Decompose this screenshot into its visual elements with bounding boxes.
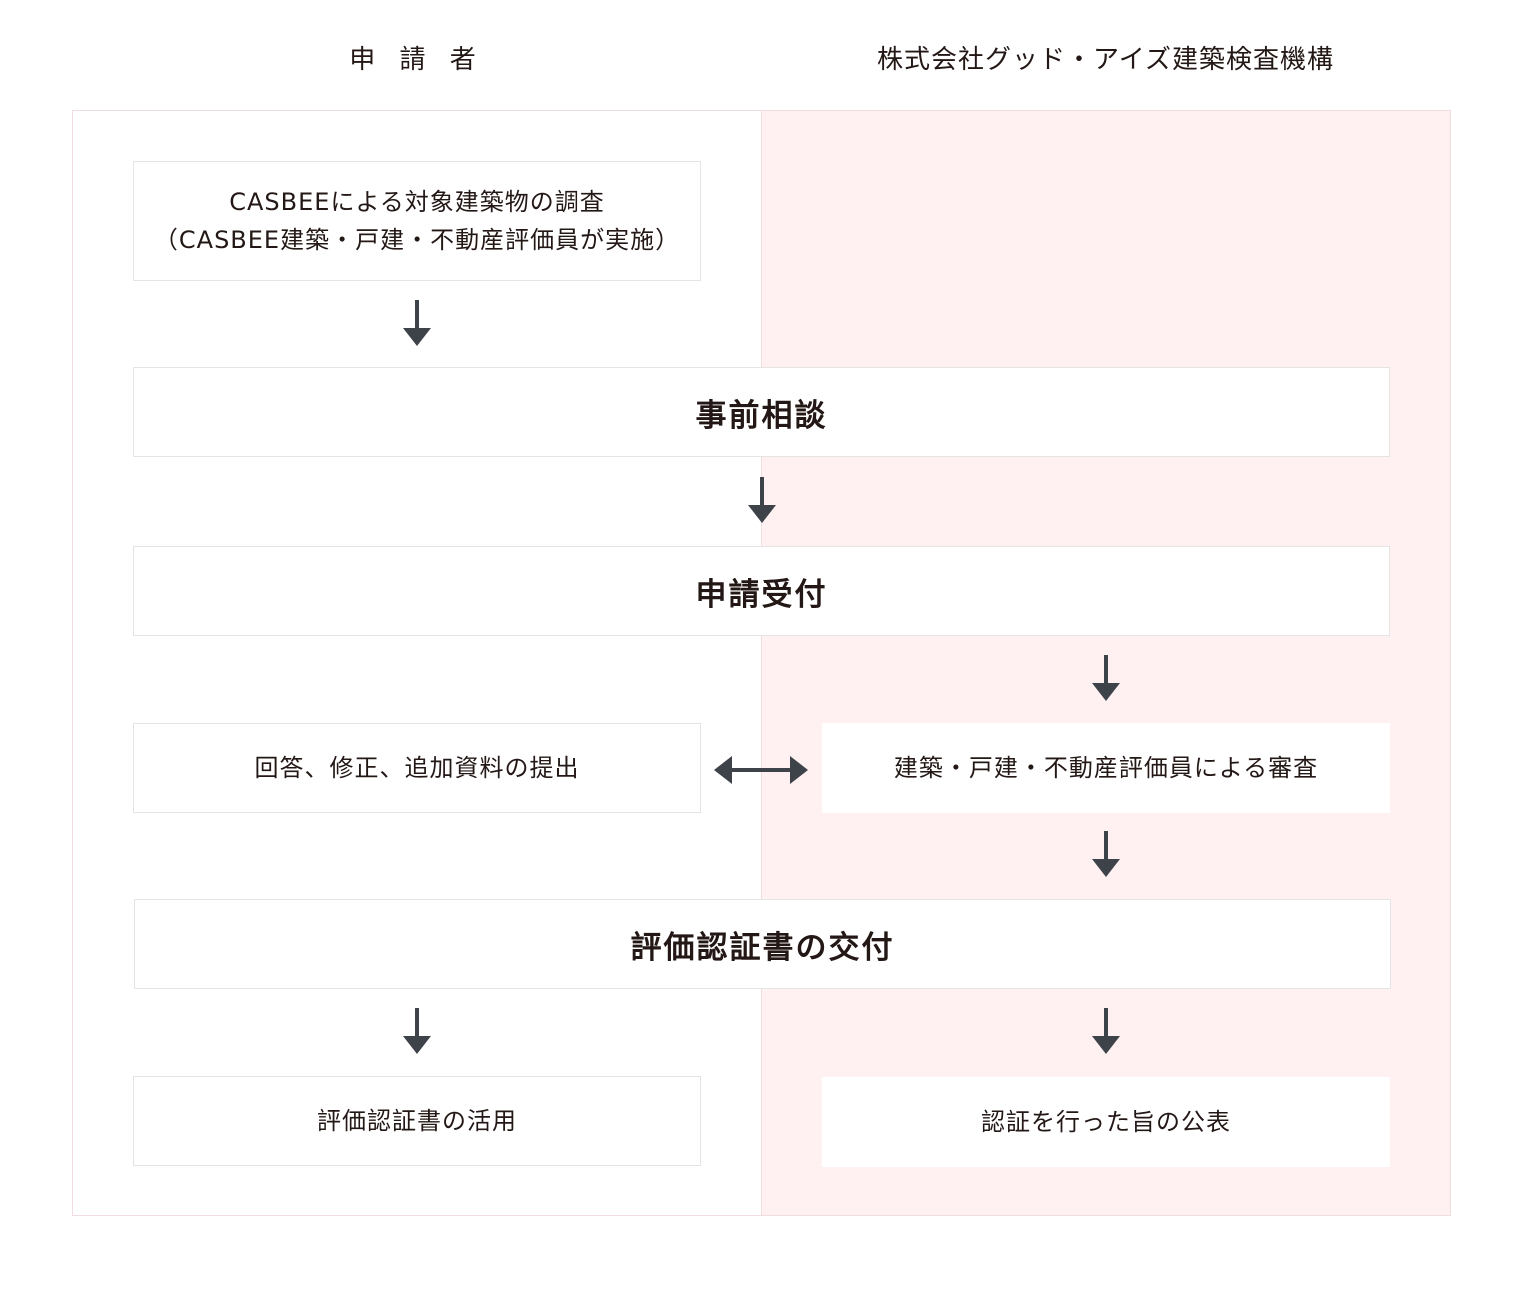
step-pre-consultation: 事前相談 — [133, 367, 1390, 457]
step-certification-publication-label: 認証を行った旨の公表 — [981, 1108, 1231, 1136]
step-casbee-survey: CASBEEによる対象建築物の調査 （CASBEE建築・戸建・不動産評価員が実施… — [133, 161, 701, 281]
down-arrow-icon — [747, 477, 777, 525]
down-arrow-icon — [402, 300, 432, 348]
step-evaluator-review-label: 建築・戸建・不動産評価員による審査 — [893, 754, 1319, 782]
step-application-acceptance-label: 申請受付 — [695, 576, 828, 613]
down-arrow-icon — [402, 1008, 432, 1056]
step-certificate-use-label: 評価認証書の活用 — [317, 1107, 517, 1135]
step-certificate-issuance-label: 評価認証書の交付 — [630, 929, 895, 966]
applicant-column-header: 申 請 者 — [349, 45, 484, 75]
down-arrow-icon — [1091, 1008, 1121, 1056]
down-arrow-icon — [1091, 831, 1121, 879]
step-application-acceptance: 申請受付 — [133, 546, 1390, 636]
down-arrow-icon — [1091, 655, 1121, 703]
step-casbee-survey-line2: （CASBEE建築・戸建・不動産評価員が実施） — [153, 226, 681, 254]
step-evaluator-review: 建築・戸建・不動産評価員による審査 — [822, 723, 1390, 813]
double-arrow-icon — [714, 753, 808, 787]
step-reply-revision-submission-label: 回答、修正、追加資料の提出 — [254, 754, 580, 782]
step-certificate-issuance: 評価認証書の交付 — [134, 899, 1391, 989]
step-certificate-use: 評価認証書の活用 — [133, 1076, 701, 1166]
step-reply-revision-submission: 回答、修正、追加資料の提出 — [133, 723, 701, 813]
step-certification-publication: 認証を行った旨の公表 — [822, 1077, 1390, 1167]
step-casbee-survey-line1: CASBEEによる対象建築物の調査 — [229, 188, 605, 216]
step-pre-consultation-label: 事前相談 — [695, 397, 828, 434]
inspection-agency-column-header: 株式会社グッド・アイズ建築検査機構 — [877, 45, 1334, 75]
